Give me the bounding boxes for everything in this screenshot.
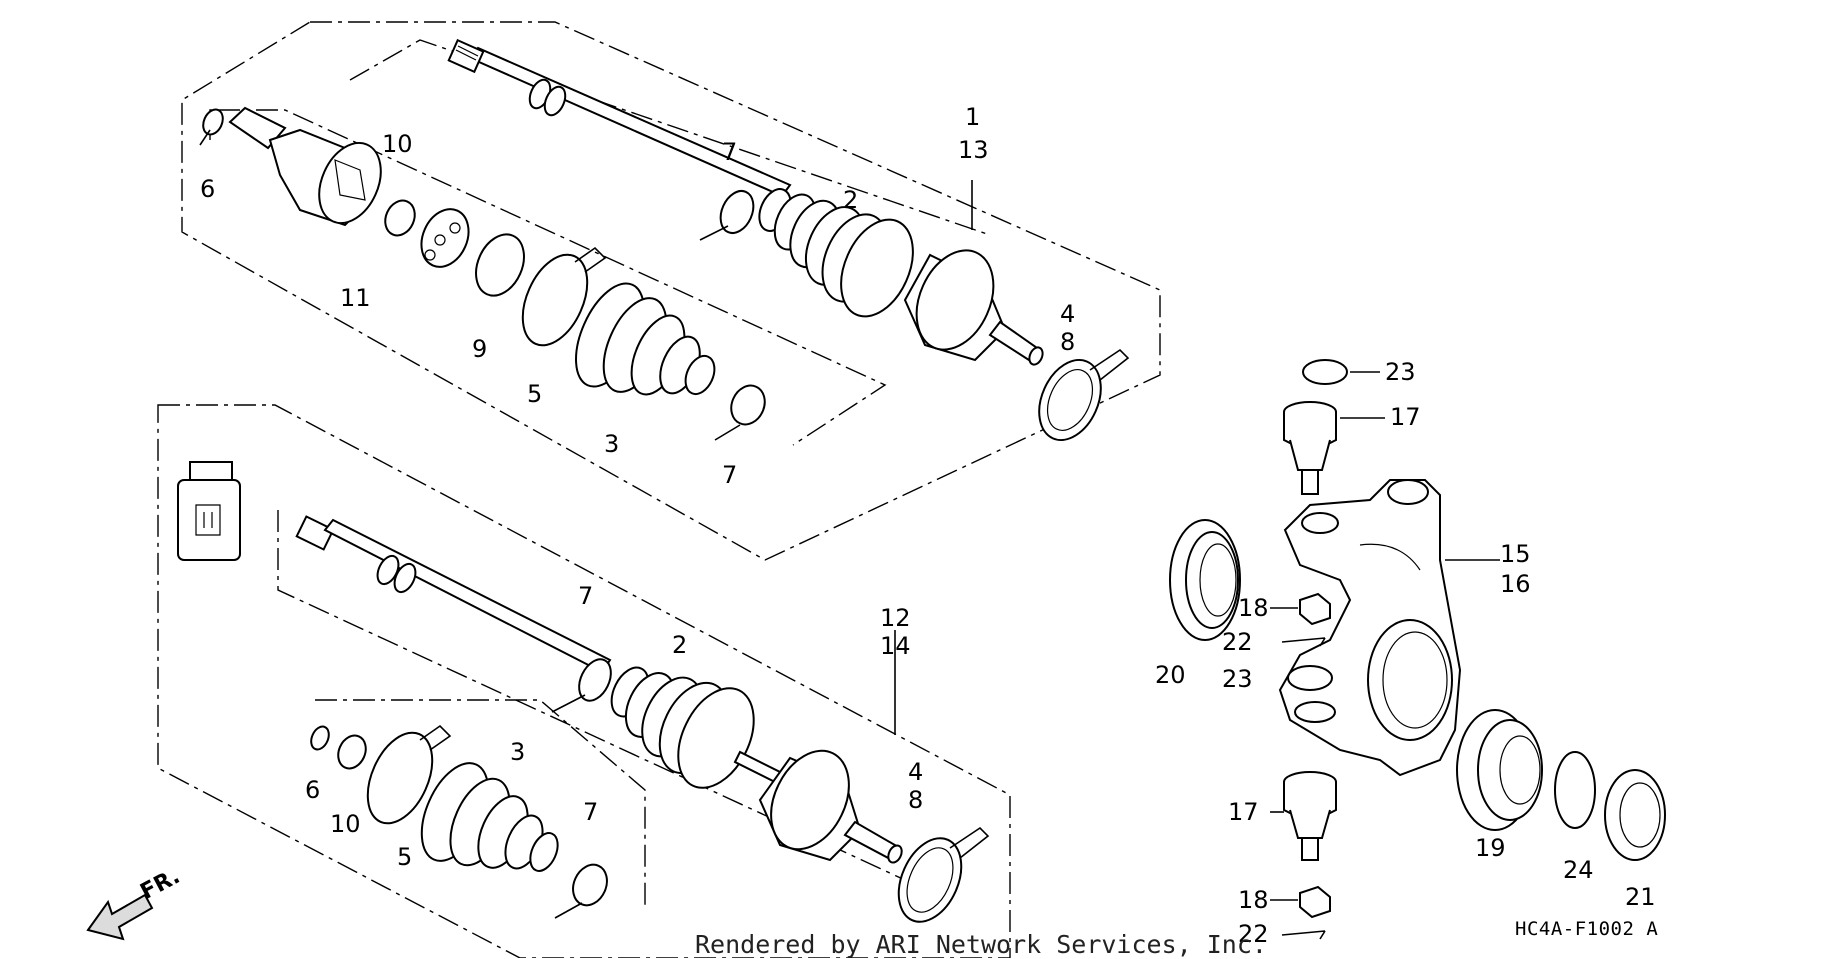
callout-17: 17 [1390, 403, 1421, 431]
lower-outer-clamp [887, 828, 988, 932]
callout-1: 1 [965, 103, 981, 131]
callout-5: 5 [527, 380, 543, 408]
callout-21: 21 [1625, 883, 1656, 911]
callout-5: 5 [397, 843, 413, 871]
callout-10: 10 [382, 130, 413, 158]
callout-11: 11 [340, 284, 371, 312]
bearing-19 [1457, 710, 1542, 830]
upper-ring-10 [380, 196, 420, 240]
callout-14: 14 [880, 632, 911, 660]
lower-driveshaft [297, 517, 905, 865]
callout-7: 7 [583, 798, 599, 826]
ball-joint-17-top [1284, 402, 1336, 494]
front-direction-arrow [88, 895, 152, 939]
callout-10: 10 [330, 810, 361, 838]
callout-3: 3 [604, 430, 620, 458]
grease-bottle [178, 462, 240, 560]
knuckle-15-16 [1280, 480, 1460, 775]
upper-inner-boot-3 [562, 273, 720, 402]
upper-outer-clamp [1027, 350, 1128, 450]
lower-band-5 [355, 723, 450, 833]
ball-joint-17-bottom [1284, 772, 1336, 860]
diagram-code: HC4A-F1002 A [1515, 918, 1659, 940]
upper-band-5 [510, 245, 605, 355]
callout-8: 8 [1060, 328, 1076, 356]
callout-18: 18 [1238, 594, 1269, 622]
nut-18-top [1300, 594, 1330, 624]
callout-16: 16 [1500, 570, 1531, 598]
upper-circlip-6 [199, 106, 226, 137]
callout-7: 7 [722, 461, 738, 489]
circlip-23-top [1303, 360, 1347, 384]
upper-group-border [182, 22, 1160, 560]
upper-cage [413, 202, 478, 275]
callout-13: 13 [958, 136, 989, 164]
callout-2: 2 [672, 631, 688, 659]
callout-4: 4 [1060, 300, 1076, 328]
callout-6: 6 [200, 175, 216, 203]
callout-3: 3 [510, 738, 526, 766]
callout-23: 23 [1222, 665, 1253, 693]
callout-6: 6 [305, 776, 321, 804]
nut-18-bottom [1300, 887, 1330, 917]
callout-17: 17 [1228, 798, 1259, 826]
snapring-24 [1555, 752, 1595, 828]
callout-22: 22 [1222, 628, 1253, 656]
upper-snapring-9 [467, 227, 533, 303]
render-credit: Rendered by ARI Network Services, Inc. [695, 930, 1267, 959]
seal-21 [1605, 770, 1665, 860]
callout-23: 23 [1385, 358, 1416, 386]
lower-inner-frame [315, 700, 645, 905]
callout-19: 19 [1475, 834, 1506, 862]
callout-22: 22 [1238, 920, 1269, 948]
callout-24: 24 [1563, 856, 1594, 884]
callout-7: 7 [722, 138, 738, 166]
callout-2: 2 [843, 186, 859, 214]
cotter-pin-22-bottom [1282, 931, 1325, 939]
lower-ring-10 [333, 731, 371, 773]
upper-clamp-7 [715, 380, 771, 440]
upper-shaft-frame [350, 40, 990, 235]
callout-18: 18 [1238, 886, 1269, 914]
lower-inner-boot-3 [408, 753, 563, 875]
callout-20: 20 [1155, 661, 1186, 689]
callout-4: 4 [908, 758, 924, 786]
callout-15: 15 [1500, 540, 1531, 568]
lower-group-border [158, 405, 1010, 958]
callout-8: 8 [908, 786, 924, 814]
lower-circlip-6 [308, 724, 332, 752]
seal-20 [1170, 520, 1240, 640]
lower-clamp-7 [555, 859, 613, 918]
callout-7: 7 [578, 582, 594, 610]
circlip-23-mid [1288, 666, 1332, 690]
callout-9: 9 [472, 335, 488, 363]
callout-12: 12 [880, 604, 911, 632]
upper-driveshaft [449, 40, 1045, 366]
upper-inboard-joint [230, 108, 393, 233]
cotter-pin-22-top [1282, 638, 1325, 646]
